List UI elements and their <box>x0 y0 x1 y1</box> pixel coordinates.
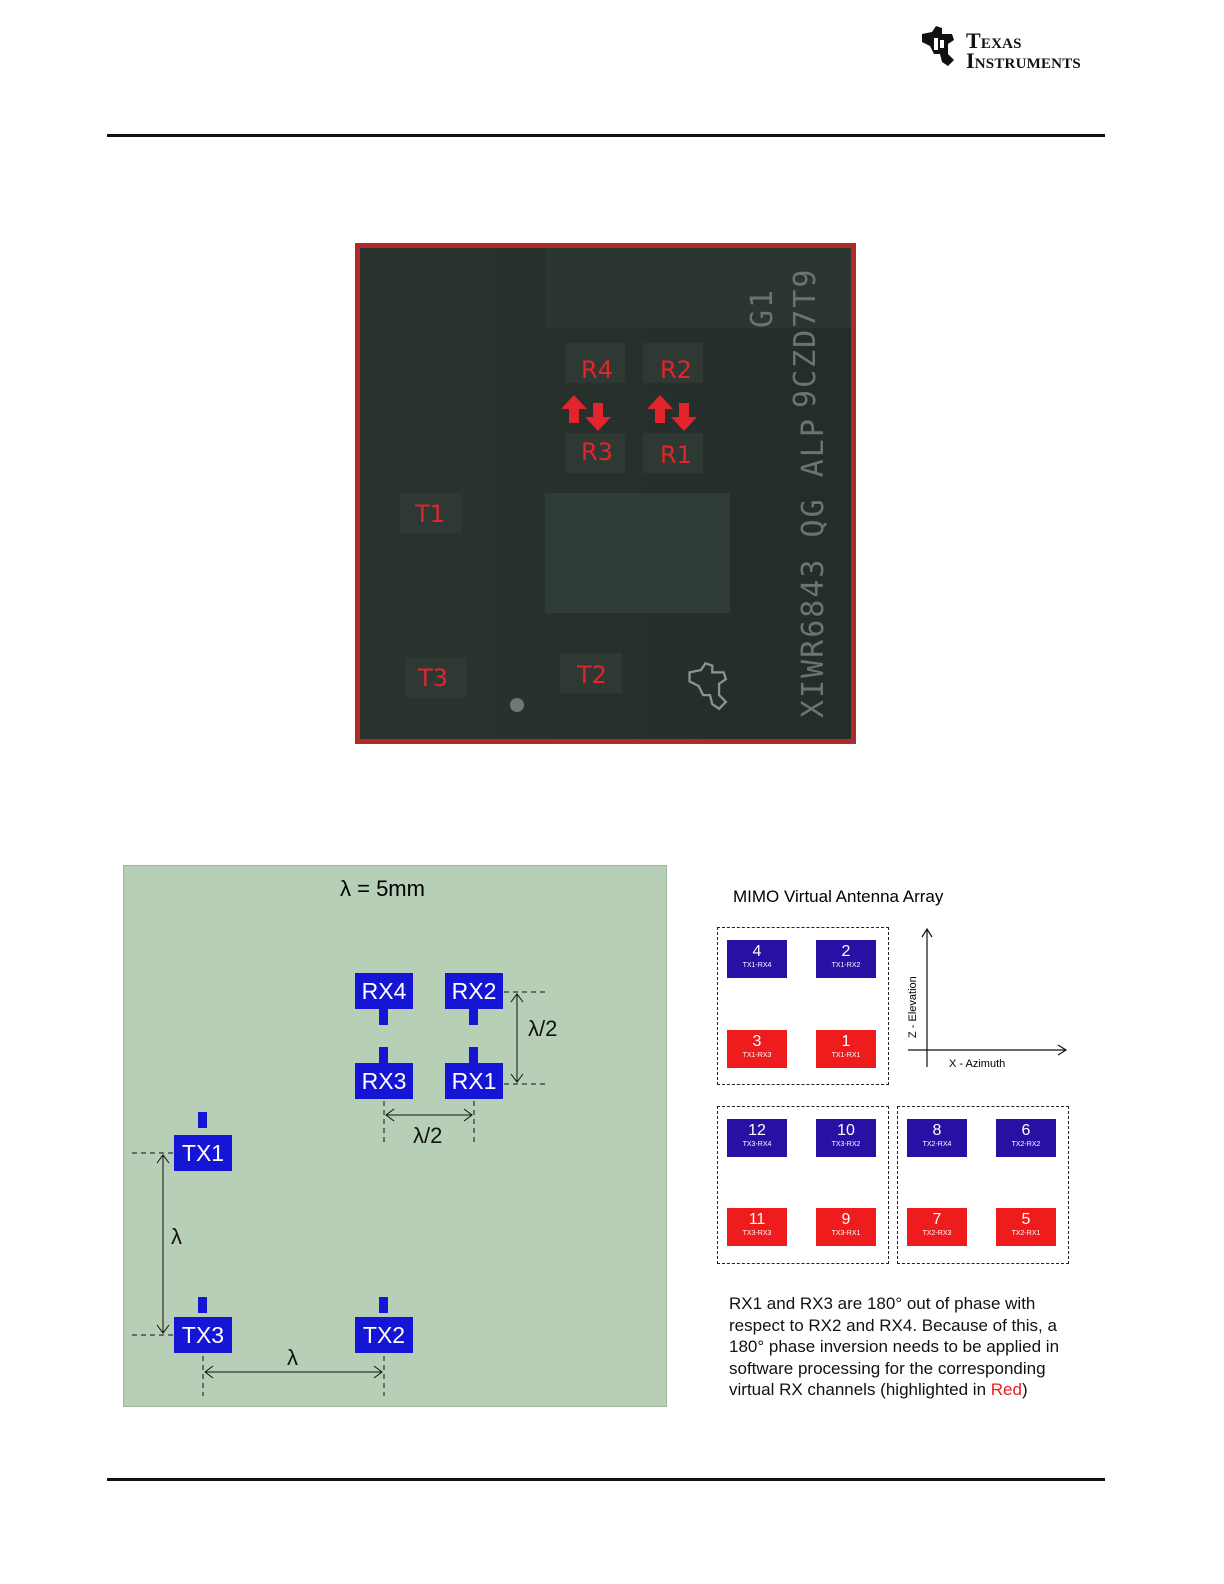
antenna-rx2: RX2 <box>445 973 503 1009</box>
pad-t3 <box>405 658 467 698</box>
arrow-down-icon <box>585 403 611 431</box>
texas-state-logo-icon <box>922 26 954 66</box>
antenna-tx3: TX3 <box>174 1317 232 1353</box>
chip-label-r2: R2 <box>660 356 692 384</box>
note-line: respect to RX2 and RX4. Because of this,… <box>729 1315 1057 1335</box>
wavelength-title: λ = 5mm <box>340 876 425 901</box>
pad-r4 <box>565 343 625 383</box>
pad-t2 <box>560 653 622 693</box>
chip-marking-line3: XIWR6843 QG ALP <box>796 417 831 718</box>
dimension-lines <box>132 991 549 1396</box>
chip-label-t1: T1 <box>415 500 445 528</box>
antenna-feed <box>469 1047 478 1063</box>
logo-text-line2: Instruments <box>966 48 1081 73</box>
antenna-feed <box>469 1009 478 1025</box>
antenna-rx3: RX3 <box>355 1063 413 1099</box>
logo-text-line1: Texas <box>966 28 1022 53</box>
arrow-down-icon <box>671 403 697 431</box>
phase-arrows <box>561 395 697 431</box>
pad-r1 <box>643 433 703 473</box>
elevation-axis-label: Z - Elevation <box>907 976 919 1038</box>
antenna-rx4: RX4 <box>355 973 413 1009</box>
lambda-vertical-label: λ <box>171 1224 182 1249</box>
ti-logo: Texas Instruments <box>918 24 1108 73</box>
chip-marking-line1: G1 <box>745 287 780 328</box>
half-lambda-vertical-label: λ/2 <box>528 1016 558 1041</box>
chip-package: R4 R2 R3 R1 T1 T3 T2 G1 9CZD7T9 XIWR6843… <box>360 248 851 739</box>
chip-label-t3: T3 <box>418 664 448 692</box>
azimuth-axis-label: X - Azimuth <box>949 1058 1006 1070</box>
axes-icon <box>908 927 1068 1067</box>
antenna-feed <box>379 1009 388 1025</box>
header-rule <box>107 134 1105 137</box>
ti-logo-engraving-icon <box>688 661 728 711</box>
note-line: RX1 and RX3 are 180° out of phase with <box>729 1294 1036 1313</box>
pin1-dot <box>510 698 524 712</box>
antenna-feed <box>198 1112 207 1128</box>
note-line: 180° phase inversion needs to be applied… <box>729 1337 1060 1356</box>
red-highlight-word: Red <box>990 1380 1022 1399</box>
chip-region <box>545 248 851 328</box>
chip-label-r1: R1 <box>660 441 692 469</box>
virtual-array-title: MIMO Virtual Antenna Array <box>733 887 944 906</box>
chip-die-region <box>545 493 730 613</box>
virtual-array-group-tx1 <box>717 927 889 1085</box>
arrow-up-icon <box>561 395 587 423</box>
half-lambda-horizontal-label: λ/2 <box>413 1123 443 1148</box>
chip-label-r3: R3 <box>581 438 613 466</box>
virtual-array-group-tx3 <box>717 1106 889 1264</box>
antenna-feed <box>379 1047 388 1063</box>
chip-photo: R4 R2 R3 R1 T1 T3 T2 G1 9CZD7T9 XIWR6843… <box>355 243 856 744</box>
pad-r2 <box>643 343 703 383</box>
lambda-horizontal-label: λ <box>287 1345 298 1370</box>
antenna-feed <box>379 1297 388 1313</box>
pad-r3 <box>565 433 625 473</box>
footer-rule <box>107 1478 1105 1481</box>
chip-label-t2: T2 <box>577 661 607 689</box>
antenna-tx2: TX2 <box>355 1317 413 1353</box>
virtual-array-group-tx2 <box>897 1106 1069 1264</box>
note-line: software processing for the correspondin… <box>729 1358 1046 1378</box>
arrow-up-icon <box>647 395 673 423</box>
pad-t1 <box>400 493 462 533</box>
chip-label-r4: R4 <box>581 356 613 384</box>
phase-note: RX1 and RX3 are 180° out of phase with r… <box>729 1293 1059 1401</box>
antenna-feed <box>198 1297 207 1313</box>
antenna-layout-diagram: λ = 5mm RX4 RX2 RX3 RX1 TX1 TX3 TX2 <box>123 865 667 1407</box>
chip-marking-line2: 9CZD7T9 <box>788 267 823 408</box>
antenna-tx1: TX1 <box>174 1135 232 1171</box>
note-line: virtual RX channels (highlighted in Red) <box>729 1380 1028 1399</box>
antenna-rx1: RX1 <box>445 1063 503 1099</box>
